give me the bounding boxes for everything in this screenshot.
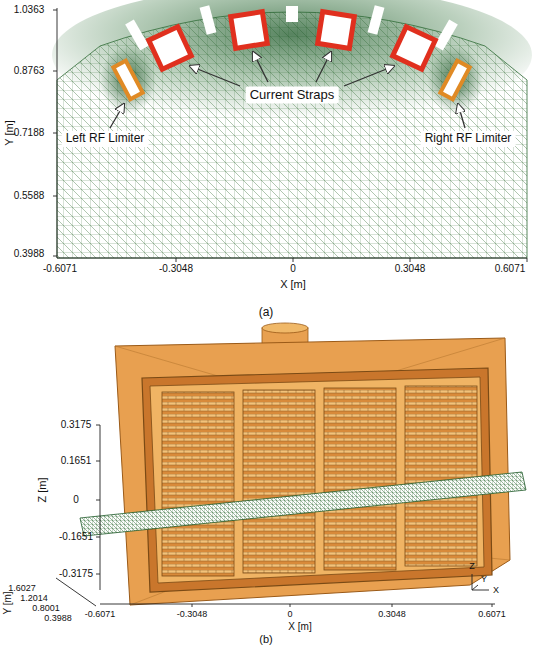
tick-label: 1.2014 (20, 593, 48, 603)
panel-label: (a) (259, 306, 274, 320)
tick-label: 1.0363 (14, 4, 45, 16)
tick-label: -0.6071 (43, 263, 77, 275)
triad-label: Z (469, 561, 475, 571)
tick-label: -0.3175 (59, 568, 93, 580)
tick-label: 0.7188 (14, 127, 45, 139)
tick-label: 0.3988 (44, 613, 72, 623)
axis-title: X [m] (288, 621, 311, 633)
tick-label: -0.3048 (159, 263, 193, 275)
callout-label: Current Straps (246, 87, 339, 104)
callout-label: Right RF Limiter (421, 131, 516, 147)
tick-label: 0.8763 (14, 65, 45, 77)
tick-label: 0.6071 (478, 609, 506, 619)
tick-label: 0.3175 (61, 419, 92, 431)
tick-label: 0.6071 (495, 263, 526, 275)
triad-label: X (493, 585, 499, 595)
axis-title: X [m] (280, 278, 306, 291)
axis-title: Y [m] (2, 591, 14, 614)
tick-label: 0.3048 (395, 263, 426, 275)
panel-label: (b) (259, 633, 272, 646)
tick-label: -0.3048 (177, 609, 208, 619)
tick-label: -0.6071 (85, 609, 116, 619)
callout-label: Left RF Limiter (62, 131, 149, 147)
tick-label: 0 (287, 609, 292, 619)
axis-title: Y [m] (3, 120, 16, 145)
tick-label: 0.5588 (14, 190, 45, 202)
tick-label: 0 (290, 263, 296, 275)
tick-label: 0.1651 (61, 455, 92, 467)
tick-label: 0.8001 (32, 603, 60, 613)
tick-label: 0.3988 (14, 248, 45, 260)
tick-label: 0 (73, 494, 79, 506)
axis-title: Z [m] (36, 477, 49, 502)
triad-label: Y (481, 574, 487, 584)
tick-label: 0.3048 (378, 609, 406, 619)
tick-label: -0.1651 (59, 531, 93, 543)
